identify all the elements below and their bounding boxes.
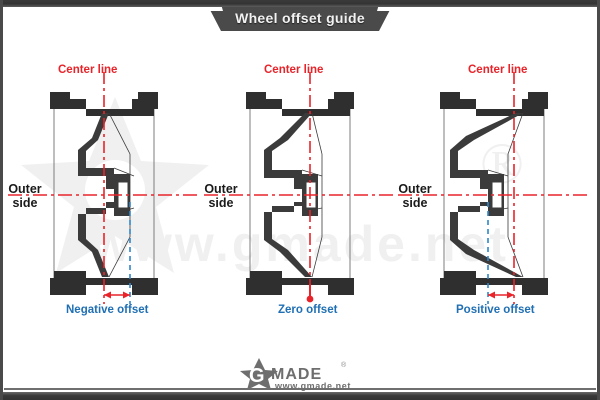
outer-side-label: Outer side: [398, 182, 432, 210]
right-border: [597, 0, 600, 400]
gmade-logo: G MADE ® www.gmade.net: [240, 358, 351, 391]
panel-positive-offset: Center line Outer side Positive offset: [396, 56, 592, 331]
offset-label: Positive offset: [456, 304, 535, 316]
left-border: [0, 0, 3, 400]
offset-label: Zero offset: [278, 304, 338, 316]
center-line-label: Center line: [58, 64, 118, 76]
page-title: Wheel offset guide: [235, 9, 365, 26]
svg-text:G: G: [249, 365, 265, 387]
panel-negative-offset: Center line Outer side Negative offset: [6, 56, 202, 331]
title-banner: Wheel offset guide: [207, 4, 393, 31]
outer-side-label: Outer side: [204, 182, 238, 210]
svg-text:www.gmade.net: www.gmade.net: [274, 381, 351, 391]
top-border: [0, 0, 600, 7]
svg-text:®: ®: [341, 361, 347, 369]
outer-side-label: Outer side: [8, 182, 42, 210]
footer-divider: [4, 388, 596, 390]
bottom-border: [0, 392, 600, 400]
center-line-label: Center line: [264, 64, 324, 76]
center-line-label: Center line: [468, 64, 528, 76]
svg-text:MADE: MADE: [271, 366, 322, 383]
offset-label: Negative offset: [66, 304, 149, 316]
panel-zero-offset: Center line Outer side Zero offset: [202, 56, 398, 331]
